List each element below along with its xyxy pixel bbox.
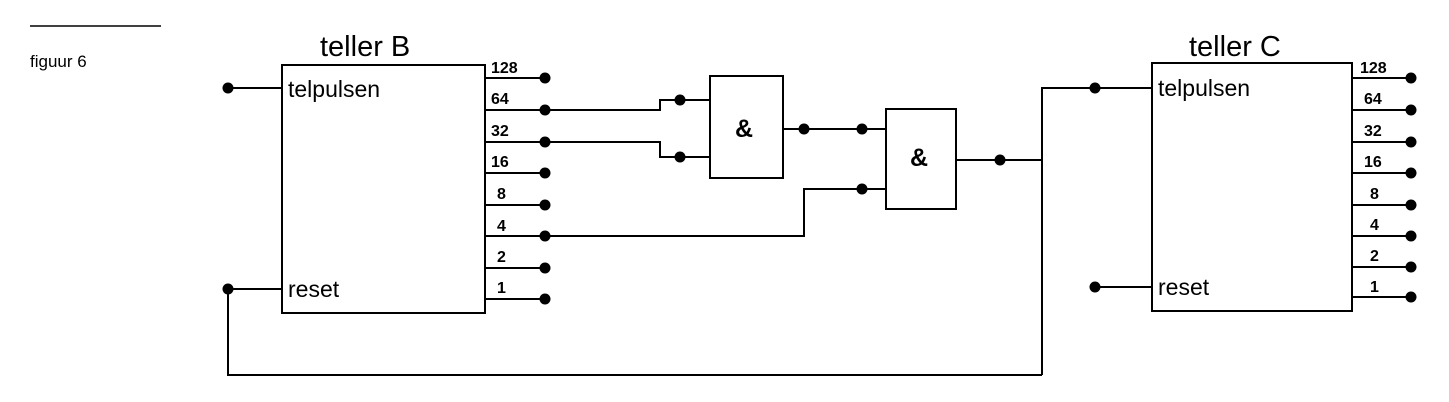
counter-c-input-terminal <box>1089 82 1101 94</box>
and-gate-1: & <box>545 75 886 179</box>
counter-c-output-8: 8 <box>1352 186 1417 211</box>
wire-b4-to-gate2 <box>545 188 886 237</box>
counter-b-output-terminal-1 <box>539 293 551 305</box>
figure-label: figuur 6 <box>30 52 87 71</box>
counter-c-reset-label: reset <box>1158 274 1210 300</box>
counter-c-box <box>1151 62 1353 312</box>
counter-c-output-1: 1 <box>1352 279 1417 303</box>
counter-b-output-label-128: 128 <box>491 60 518 77</box>
counter-c-output-terminal-128 <box>1405 72 1417 84</box>
counter-b-output-label-2: 2 <box>497 249 506 266</box>
counter-c-output-label-4: 4 <box>1370 217 1379 234</box>
counter-c-output-terminal-2 <box>1405 261 1417 273</box>
counter-b-reset-label: reset <box>288 276 340 302</box>
counter-c-title: teller C <box>1189 31 1281 63</box>
counter-c-output-label-16: 16 <box>1364 154 1382 171</box>
and-gate-1-label: & <box>735 115 753 143</box>
and-gate-2: & <box>545 108 1042 237</box>
counter-c-output-4: 4 <box>1352 217 1417 242</box>
counter-b-output-label-64: 64 <box>491 91 509 108</box>
and-gate-1-input-a-dot <box>674 94 686 106</box>
counter-c-output-terminal-64 <box>1405 104 1417 116</box>
and-gate-2-label: & <box>910 144 928 172</box>
and-gate-1-box <box>709 75 784 179</box>
counter-b-output-label-8: 8 <box>497 186 506 203</box>
counter-c-output-16: 16 <box>1352 154 1417 179</box>
counter-b-output-terminal-8 <box>539 199 551 211</box>
counter-c-output-label-64: 64 <box>1364 91 1382 108</box>
and-gate-1-input-b-dot <box>674 151 686 163</box>
counter-b-output-2: 2 <box>485 249 551 274</box>
counter-c-output-label-1: 1 <box>1370 279 1379 296</box>
counter-b-output-32: 32 <box>485 123 551 148</box>
counter-c-output-terminal-4 <box>1405 230 1417 242</box>
counter-c-reset-terminal <box>1089 281 1101 293</box>
counter-c: teller C telpulsen reset 128 64 32 16 <box>1089 31 1417 312</box>
counter-c-input-label: telpulsen <box>1158 75 1250 101</box>
counter-b-output-128: 128 <box>485 60 551 84</box>
counter-c-output-128: 128 <box>1352 60 1417 84</box>
wire-gate2-to-counter-c <box>1041 87 1152 375</box>
counter-c-output-terminal-8 <box>1405 199 1417 211</box>
counter-c-output-label-128: 128 <box>1360 60 1387 77</box>
counter-b-output-terminal-128 <box>539 72 551 84</box>
wire-b32-to-gate1 <box>545 141 710 158</box>
counter-b: teller B telpulsen reset 128 64 32 16 <box>222 31 551 314</box>
counter-c-output-terminal-1 <box>1405 291 1417 303</box>
counter-b-output-label-16: 16 <box>491 154 509 171</box>
counter-b-output-64: 64 <box>485 91 551 116</box>
counter-b-output-8: 8 <box>485 186 551 211</box>
counter-b-input-terminal <box>222 82 234 94</box>
counter-b-output-1: 1 <box>485 280 551 305</box>
and-gate-1-output-dot <box>798 123 810 135</box>
wire-feedback-to-counter-b-reset <box>227 289 1042 376</box>
counter-c-output-2: 2 <box>1352 248 1417 273</box>
counter-b-output-16: 16 <box>485 154 551 179</box>
counter-c-output-label-32: 32 <box>1364 123 1382 140</box>
counter-b-input-label: telpulsen <box>288 76 380 102</box>
counter-c-output-label-8: 8 <box>1370 186 1379 203</box>
counter-b-output-label-4: 4 <box>497 218 506 235</box>
and-gate-2-input-a-dot <box>856 123 868 135</box>
counter-b-box <box>281 64 486 314</box>
counter-b-output-terminal-16 <box>539 167 551 179</box>
counter-c-output-64: 64 <box>1352 91 1417 116</box>
counter-b-output-label-32: 32 <box>491 123 509 140</box>
and-gate-2-input-b-dot <box>856 183 868 195</box>
counter-c-output-terminal-16 <box>1405 167 1417 179</box>
counter-b-output-terminal-2 <box>539 262 551 274</box>
and-gate-2-output-dot <box>994 154 1006 166</box>
counter-c-output-terminal-32 <box>1405 136 1417 148</box>
counter-c-output-label-2: 2 <box>1370 248 1379 265</box>
counter-b-output-4: 4 <box>485 218 551 242</box>
counter-c-output-32: 32 <box>1352 123 1417 148</box>
counter-b-output-label-1: 1 <box>497 280 506 297</box>
counter-b-title: teller B <box>320 31 410 63</box>
